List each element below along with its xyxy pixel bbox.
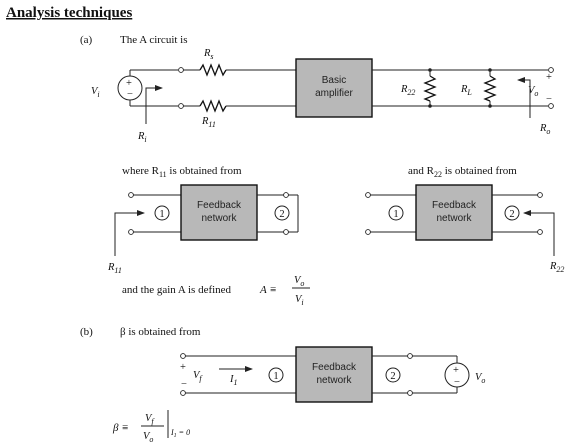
svg-text:network: network [316, 375, 352, 386]
output-terminal-top [548, 67, 554, 73]
feedback-network-box [295, 346, 373, 403]
beta-circuit: + − Vf I1 1 Feedback network 2 + − Vo [180, 346, 485, 403]
svg-text:Feedback: Feedback [432, 200, 477, 211]
r22-side-label: R22 [549, 261, 564, 274]
port-2-icon [504, 205, 520, 221]
port-1-icon [388, 205, 404, 221]
r22-caption: and R22 is obtained from [408, 165, 517, 179]
vf-label: Vf [193, 370, 203, 383]
svg-text:Vi: Vi [295, 294, 304, 307]
page-title: Analysis techniques [6, 5, 132, 21]
svg-text:2: 2 [509, 209, 514, 220]
r11-side-label: R11 [107, 262, 122, 275]
r11-resistor-icon [199, 99, 227, 113]
svg-text:Vo: Vo [294, 275, 304, 288]
svg-text:Vo: Vo [143, 431, 153, 442]
svg-text:−: − [546, 94, 552, 105]
port-2-icon [385, 367, 401, 383]
port-2-icon [274, 205, 290, 221]
svg-text:−: − [127, 89, 133, 100]
svg-text:+: + [453, 365, 459, 376]
svg-text:Feedback: Feedback [312, 362, 357, 373]
beta-lhs: β ≡ [112, 422, 129, 434]
r11-label: R11 [201, 116, 216, 129]
gain-text: and the gain A is defined [122, 284, 232, 296]
beta-definition: β ≡ Vf Vo I1 = 0 [112, 410, 190, 444]
rs-resistor-icon [199, 63, 227, 77]
gain-lhs: A ≡ [259, 284, 277, 296]
source-label: Vi [91, 86, 100, 99]
port-1-icon [154, 205, 170, 221]
part-a-caption: The A circuit is [120, 34, 188, 46]
svg-text:network: network [436, 213, 472, 224]
rs-label: Rs [203, 48, 214, 61]
svg-text:1: 1 [159, 209, 164, 220]
feedback-network-box [415, 184, 493, 241]
ri-label: Ri [137, 131, 147, 144]
r22-network: 1 Feedback network 2 R22 [365, 184, 564, 274]
input-terminal-bottom [178, 103, 184, 109]
svg-text:2: 2 [390, 371, 395, 382]
rl-resistor-icon [483, 75, 497, 102]
voltage-source-icon [117, 75, 143, 101]
ro-label: Ro [539, 123, 550, 136]
svg-text:network: network [201, 213, 237, 224]
i1-label: I1 [229, 374, 238, 387]
svg-text:Vf: Vf [145, 413, 155, 426]
svg-text:Feedback: Feedback [197, 200, 242, 211]
svg-text:amplifier: amplifier [315, 88, 353, 99]
basic-amplifier-box [295, 58, 373, 118]
gain-definition: and the gain A is defined A ≡ Vo Vi [122, 275, 310, 307]
svg-text:−: − [454, 377, 460, 388]
svg-text:−: − [181, 379, 187, 390]
r22-resistor-icon [423, 75, 437, 102]
r11-caption: where R11 is obtained from [122, 165, 242, 179]
rl-label: RL [460, 84, 472, 97]
input-terminal-top [178, 67, 184, 73]
svg-text:+: + [180, 362, 186, 373]
vo-b-label: Vo [475, 372, 485, 385]
part-a-marker: (a) [80, 34, 93, 46]
svg-text:1: 1 [393, 209, 398, 220]
part-b-caption: β is obtained from [120, 326, 201, 338]
vo-label: Vo [528, 85, 538, 98]
svg-text:Basic: Basic [322, 75, 346, 86]
feedback-network-box [180, 184, 258, 241]
a-circuit: + − Vi Ri Rs R11 Basic amplifier [91, 48, 554, 144]
output-terminal-bottom [548, 103, 554, 109]
svg-text:2: 2 [279, 209, 284, 220]
svg-text:I1 = 0: I1 = 0 [170, 428, 190, 439]
port-1-icon [268, 367, 284, 383]
r11-network: 1 Feedback network 2 R11 [107, 184, 299, 275]
svg-text:+: + [126, 78, 132, 89]
svg-text:1: 1 [273, 371, 278, 382]
svg-text:+: + [546, 72, 552, 83]
r22-label: R22 [400, 84, 415, 97]
part-b-marker: (b) [80, 326, 93, 338]
vo-source-icon [444, 362, 470, 388]
